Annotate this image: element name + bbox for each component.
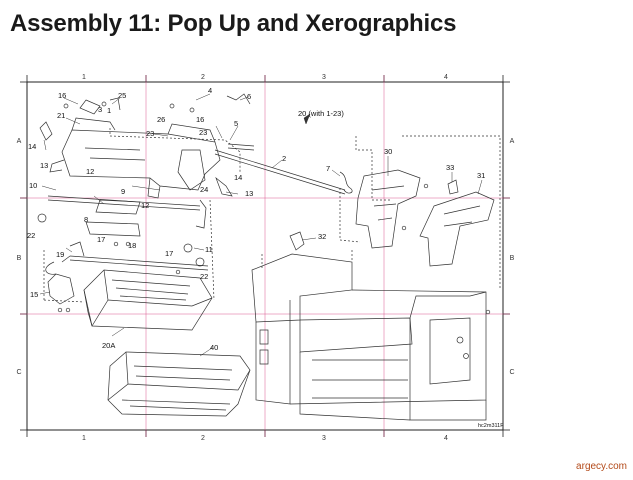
callout-19: 19 (56, 250, 64, 259)
grid-row-b-right: B (510, 255, 515, 262)
grid-col-3-bottom: 3 (322, 435, 326, 442)
callout-30: 30 (384, 147, 392, 156)
callout-22-left: 22 (27, 231, 35, 240)
callout-6: 6 (247, 92, 251, 101)
callout-5: 5 (234, 119, 238, 128)
grid-col-4-top: 4 (444, 74, 448, 81)
callout-14-left: 14 (28, 142, 36, 151)
grid-row-b-left: B (17, 255, 22, 262)
grid-col-4-bottom: 4 (444, 435, 448, 442)
drawing-code: hc2m311F (478, 423, 504, 429)
grid-col-1-bottom: 1 (82, 435, 86, 442)
callout-25: 25 (118, 91, 126, 100)
callout-26: 26 (157, 115, 165, 124)
parts-line-art (37, 93, 501, 421)
callout-15: 15 (30, 290, 38, 299)
grid-col-3-top: 3 (322, 74, 326, 81)
callout-2: 2 (282, 154, 286, 163)
callout-1: 1 (107, 106, 111, 115)
callout-7: 7 (326, 164, 330, 173)
callout-18: 18 (128, 241, 136, 250)
assembly-label: 20 (with 1-23) (298, 109, 344, 118)
grid-col-2-bottom: 2 (201, 435, 205, 442)
callout-21: 21 (57, 111, 65, 120)
footer-site: argecy.com (576, 461, 627, 472)
callout-32: 32 (318, 232, 326, 241)
callout-4: 4 (208, 86, 212, 95)
callout-13-left: 13 (40, 161, 48, 170)
callout-40: 40 (210, 343, 218, 352)
callout-23-left: 23 (146, 129, 154, 138)
callout-17-left: 17 (97, 235, 105, 244)
callout-8: 8 (84, 215, 88, 224)
callout-33: 33 (446, 163, 454, 172)
callout-11: 11 (205, 245, 213, 254)
callout-24: 24 (200, 185, 208, 194)
grid-col-1-top: 1 (82, 74, 86, 81)
callout-13-right: 13 (245, 189, 253, 198)
callout-3: 3 (98, 105, 102, 114)
callout-9: 9 (121, 187, 125, 196)
grid-row-a-left: A (17, 138, 22, 145)
page-title: Assembly 11: Pop Up and Xerographics (10, 10, 457, 37)
grid-col-2-top: 2 (201, 74, 205, 81)
callout-20a: 20A (102, 341, 115, 350)
callout-22-right: 22 (200, 272, 208, 281)
callout-31: 31 (477, 171, 485, 180)
callout-16-center: 16 (196, 115, 204, 124)
callout-23-right: 23 (199, 128, 207, 137)
callout-17-right: 17 (165, 249, 173, 258)
callout-12-right: 12 (141, 201, 149, 210)
grid-row-c-right: C (509, 369, 514, 376)
callout-14-right: 14 (234, 173, 242, 182)
grid-lines (20, 75, 510, 437)
callout-16-left: 16 (58, 91, 66, 100)
callout-12-left: 12 (86, 167, 94, 176)
leader-lines (39, 93, 483, 357)
grid-row-c-left: C (16, 369, 21, 376)
grid-row-a-right: A (510, 138, 515, 145)
callout-10: 10 (29, 181, 37, 190)
